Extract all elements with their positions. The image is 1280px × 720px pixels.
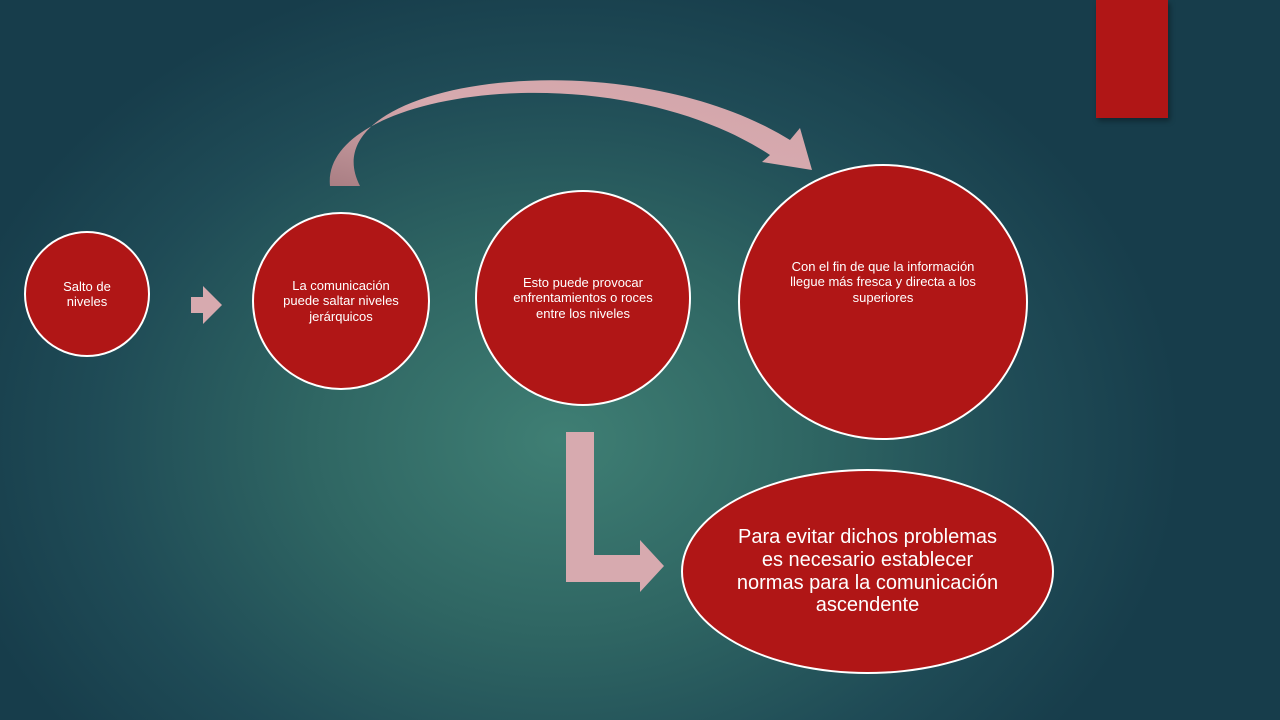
node-label: La comunicación puede saltar niveles jer… [283,278,399,324]
node-salto-de-niveles: Salto de niveles [24,231,150,357]
node-enfrentamientos: Esto puede provocar enfrentamientos o ro… [475,190,691,406]
node-normas-comunicacion: Para evitar dichos problemas es necesari… [681,469,1054,674]
curved-arrow [329,80,812,186]
node-label: Para evitar dichos problemas es necesari… [736,525,999,617]
accent-bar [1096,0,1168,118]
node-label: Con el fin de que la información llegue … [790,259,976,305]
node-label: Salto de niveles [63,278,111,309]
node-label: Esto puede provocar enfrentamientos o ro… [513,275,653,321]
node-informacion-fresca: Con el fin de que la información llegue … [738,164,1028,440]
bent-arrow [566,432,664,592]
block-arrow-right [191,286,222,324]
node-saltar-niveles: La comunicación puede saltar niveles jer… [252,212,430,390]
